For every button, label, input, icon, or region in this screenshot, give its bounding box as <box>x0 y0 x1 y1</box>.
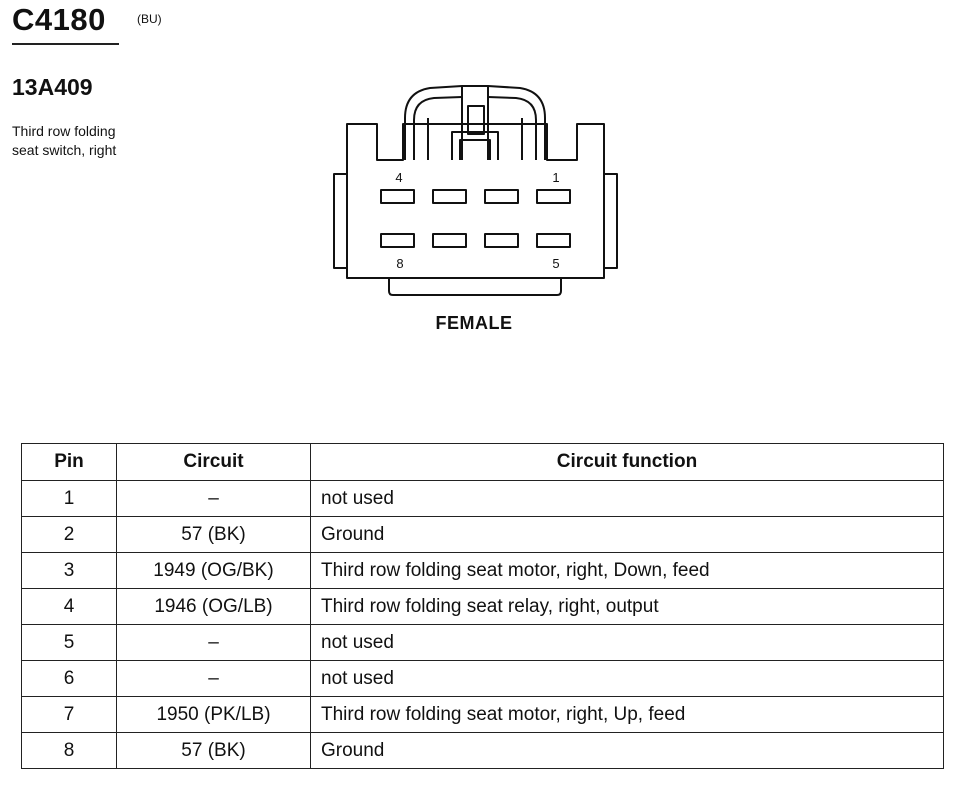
connector-gender-label: FEMALE <box>435 313 513 333</box>
circuit-function-cell: Third row folding seat motor, right, Up,… <box>310 696 944 733</box>
pin-cell: 5 <box>21 624 117 661</box>
table-row: 1–not used <box>21 480 944 517</box>
pin-cavity-5 <box>536 233 571 248</box>
circuit-cell: 1950 (PK/LB) <box>116 696 311 733</box>
circuit-function-cell: Ground <box>310 732 944 769</box>
circuit-cell: 57 (BK) <box>116 516 311 553</box>
pin-cavity-4 <box>380 189 415 204</box>
pin-cell: 2 <box>21 516 117 553</box>
connector-id-underline <box>12 43 119 45</box>
circuit-cell: – <box>116 660 311 697</box>
circuit-cell: 57 (BK) <box>116 732 311 769</box>
circuit-function-cell: Ground <box>310 516 944 553</box>
pin-number-label: 1 <box>552 170 559 185</box>
circuit-function-cell: Third row folding seat relay, right, out… <box>310 588 944 625</box>
column-header-function: Circuit function <box>310 443 944 481</box>
connector-right-ear <box>604 173 618 269</box>
table-row: 6–not used <box>21 660 944 697</box>
pin-cell: 4 <box>21 588 117 625</box>
circuit-function-cell: not used <box>310 660 944 697</box>
column-header-circuit: Circuit <box>116 443 311 481</box>
connector-id: C4180 <box>12 2 106 37</box>
pin-cell: 7 <box>21 696 117 733</box>
circuit-function-cell: not used <box>310 624 944 661</box>
table-row: 5–not used <box>21 624 944 661</box>
locking-latch <box>404 85 546 160</box>
connector-left-ear <box>333 173 347 269</box>
table-header-row: Pin Circuit Circuit function <box>21 443 944 481</box>
pin-cavity-1 <box>536 189 571 204</box>
connector-color: (BU) <box>137 12 162 26</box>
component-description-line: Third row folding <box>12 123 116 139</box>
column-header-pin: Pin <box>21 443 117 481</box>
pin-cavity-3 <box>432 189 467 204</box>
circuit-function-cell: Third row folding seat motor, right, Dow… <box>310 552 944 589</box>
part-number: 13A409 <box>12 74 93 100</box>
pin-number-label: 5 <box>552 256 559 271</box>
pin-cell: 8 <box>21 732 117 769</box>
pin-cavity-8 <box>380 233 415 248</box>
pin-cell: 6 <box>21 660 117 697</box>
circuit-function-cell: not used <box>310 480 944 517</box>
circuit-cell: – <box>116 624 311 661</box>
component-description: Third row folding seat switch, right <box>12 122 172 160</box>
pin-cell: 3 <box>21 552 117 589</box>
pin-cavity-2 <box>484 189 519 204</box>
component-description-line: seat switch, right <box>12 142 117 158</box>
pin-cell: 1 <box>21 480 117 517</box>
pin-cavity-7 <box>432 233 467 248</box>
circuit-cell: 1949 (OG/BK) <box>116 552 311 589</box>
pin-cavity-6 <box>484 233 519 248</box>
connector-face-diagram: 4 1 8 5 <box>333 85 618 296</box>
pin-number-label: 4 <box>395 170 402 185</box>
connector-bottom-rail <box>388 278 562 296</box>
circuit-cell: – <box>116 480 311 517</box>
circuit-cell: 1946 (OG/LB) <box>116 588 311 625</box>
connector-housing <box>346 123 605 279</box>
pin-number-label: 8 <box>396 256 403 271</box>
